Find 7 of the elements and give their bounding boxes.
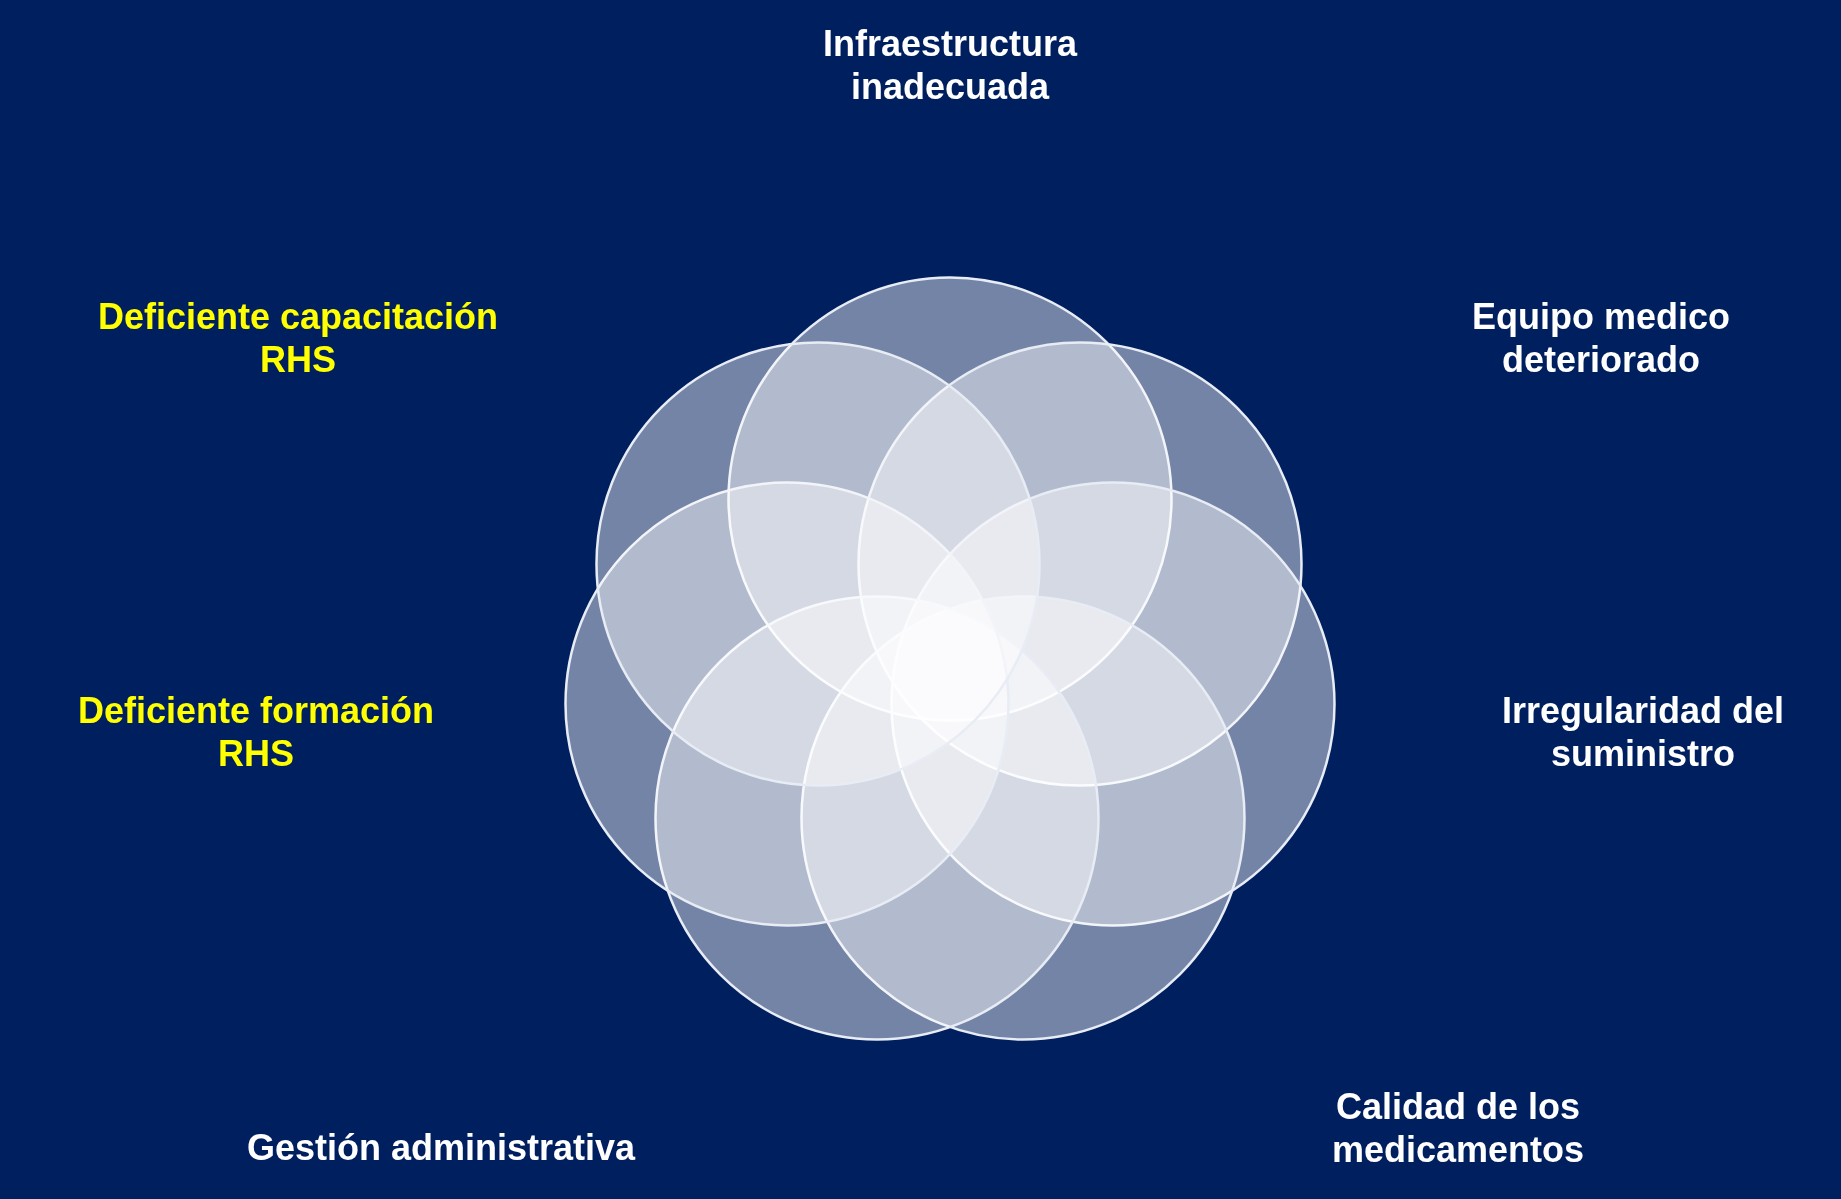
category-label: Deficiente capacitación RHS — [96, 294, 500, 382]
category-label: Irregularidad del suministro — [1500, 688, 1786, 776]
category-label: Equipo medico deteriorado — [1471, 294, 1731, 382]
category-label: Deficiente formación RHS — [76, 688, 436, 776]
category-label: Gestión administrativa — [245, 1126, 637, 1170]
category-label: Infraestructura inadecuada — [821, 21, 1079, 109]
category-label: Calidad de los medicamentos — [1330, 1084, 1586, 1172]
